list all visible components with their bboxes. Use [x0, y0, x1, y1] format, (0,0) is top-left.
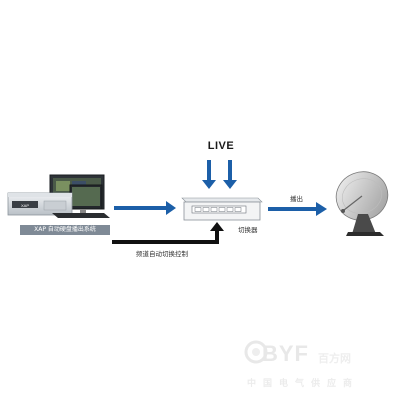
- arrow-switcher-to-dish: [268, 202, 327, 216]
- xap-system-icon: XAP: [7, 174, 110, 218]
- live-label: LIVE: [207, 140, 235, 152]
- switcher-caption: 切换器: [238, 226, 258, 234]
- switcher-device-icon: [181, 197, 263, 221]
- svg-text:XAP: XAP: [21, 203, 29, 208]
- system-caption: XAP 自动硬盘播出系统: [20, 225, 110, 235]
- control-line: [112, 222, 224, 244]
- control-caption: 频道自动切换控制: [136, 250, 188, 258]
- watermark-logo-icon: [244, 340, 268, 364]
- live-input-arrows: [202, 160, 237, 189]
- satellite-dish-icon: [335, 171, 389, 236]
- watermark-subtitle: 中国电气供应商: [247, 379, 360, 389]
- output-caption: 播出: [290, 195, 303, 203]
- watermark-brand-cn: 百方网: [318, 352, 351, 365]
- watermark-brand: BYF: [262, 341, 309, 366]
- arrow-system-to-switcher: [114, 201, 176, 215]
